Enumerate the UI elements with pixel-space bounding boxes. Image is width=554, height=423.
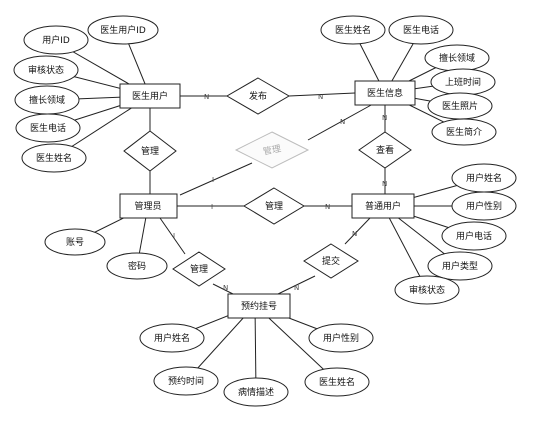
- attr-appointment-doctor-name[interactable]: 医生姓名: [304, 367, 370, 397]
- attr-label: 审核状态: [409, 284, 445, 296]
- relation-submit-label: 提交: [322, 255, 340, 267]
- attr-doctor-info-phone[interactable]: 医生电话: [388, 15, 454, 45]
- attr-doctor-user-specialty[interactable]: 擅长领域: [14, 85, 80, 115]
- entity-admin-label: 管理员: [134, 200, 161, 212]
- attr-label: 预约时间: [168, 375, 204, 387]
- relation-manage-normal-user-label: 管理: [265, 200, 283, 212]
- attr-normal-user-gender[interactable]: 用户性别: [451, 191, 517, 221]
- entity-admin[interactable]: 管理员: [119, 193, 178, 219]
- cardinality-manage-user-left: I: [211, 203, 213, 211]
- cardinality-view-bottom: N: [382, 180, 387, 188]
- attr-normal-user-name[interactable]: 用户姓名: [451, 163, 517, 193]
- cardinality-manage-appt-top: I: [173, 232, 175, 240]
- attr-doctor-user-user-id[interactable]: 用户ID: [23, 25, 89, 55]
- attr-appointment-user-gender[interactable]: 用户性别: [308, 323, 374, 353]
- entity-doctor-info-label: 医生信息: [367, 87, 403, 99]
- attr-label: 用户类型: [442, 260, 478, 272]
- attr-label: 擅长领域: [29, 94, 65, 106]
- cardinality-view-top: N: [382, 114, 387, 122]
- attr-label: 用户姓名: [154, 332, 190, 344]
- attr-label: 密码: [128, 260, 146, 272]
- cardinality-labels: N N I N N N I N I N N N: [173, 93, 387, 292]
- attr-label: 擅长领域: [439, 52, 475, 64]
- attr-doctor-user-name[interactable]: 医生姓名: [21, 143, 87, 173]
- attr-appointment-user-name[interactable]: 用户姓名: [139, 323, 205, 353]
- relation-manage-normal-user[interactable]: 管理: [243, 187, 305, 225]
- attr-doctor-user-doctor-user-id[interactable]: 医生用户ID: [87, 15, 159, 45]
- cardinality-manage-user-right: N: [325, 203, 330, 211]
- relation-manage-appointment-label: 管理: [190, 263, 208, 275]
- attr-doctor-info-work-time[interactable]: 上班时间: [430, 68, 496, 96]
- relation-manage-doctor-info-label: 管理: [262, 142, 282, 157]
- attr-doctor-info-name[interactable]: 医生姓名: [320, 15, 386, 45]
- cardinality-publish-left: N: [204, 93, 209, 101]
- attr-label: 医生简介: [446, 126, 482, 138]
- relation-manage-doctor-info[interactable]: 管理: [234, 131, 310, 169]
- attr-doctor-info-intro[interactable]: 医生简介: [431, 118, 497, 146]
- attr-label: 审核状态: [28, 64, 64, 76]
- attr-admin-password[interactable]: 密码: [106, 252, 168, 280]
- attr-appointment-time[interactable]: 预约时间: [153, 366, 219, 396]
- entity-normal-user-label: 普通用户: [365, 200, 401, 212]
- entity-doctor-user[interactable]: 医生用户: [119, 83, 181, 109]
- attr-label: 医生电话: [30, 122, 66, 134]
- attr-normal-user-review-status[interactable]: 审核状态: [394, 275, 460, 305]
- attr-label: 医生用户ID: [100, 24, 146, 36]
- entity-doctor-info[interactable]: 医生信息: [354, 80, 416, 106]
- attr-label: 医生电话: [403, 24, 439, 36]
- cardinality-submit-bottom: N: [294, 284, 299, 292]
- attr-label: 医生姓名: [319, 376, 355, 388]
- relationship-connectors: [149, 92, 386, 295]
- attr-label: 用户性别: [466, 200, 502, 212]
- attr-label: 用户姓名: [466, 172, 502, 184]
- cardinality-submit-top: N: [352, 230, 357, 238]
- attr-label: 医生照片: [442, 100, 478, 112]
- attr-normal-user-phone[interactable]: 用户电话: [441, 221, 507, 251]
- relation-view[interactable]: 查看: [358, 131, 412, 169]
- attr-admin-account[interactable]: 账号: [44, 228, 106, 256]
- entity-normal-user[interactable]: 普通用户: [351, 193, 415, 219]
- attr-label: 用户ID: [42, 34, 70, 46]
- cardinality-publish-right: N: [318, 93, 323, 101]
- attr-label: 用户电话: [456, 230, 492, 242]
- attr-label: 医生姓名: [335, 24, 371, 36]
- cardinality-manage-info-left: I: [212, 176, 214, 184]
- relation-manage-appointment[interactable]: 管理: [172, 251, 226, 287]
- entity-appointment[interactable]: 预约挂号: [227, 293, 291, 319]
- cardinality-manage-appt-bottom: N: [223, 284, 228, 292]
- attr-label: 账号: [66, 237, 84, 248]
- relation-view-label: 查看: [376, 144, 394, 156]
- relation-manage-doctor-user-label: 管理: [141, 145, 159, 157]
- attr-label: 病情描述: [238, 386, 274, 398]
- relation-publish[interactable]: 发布: [226, 77, 290, 115]
- attr-label: 用户性别: [323, 332, 359, 344]
- attr-label: 上班时间: [445, 76, 481, 88]
- relation-manage-doctor-user[interactable]: 管理: [123, 130, 177, 172]
- relation-submit[interactable]: 提交: [303, 243, 359, 279]
- relation-publish-label: 发布: [249, 90, 267, 102]
- entity-doctor-user-label: 医生用户: [132, 90, 168, 102]
- attr-doctor-info-specialty[interactable]: 擅长领域: [424, 44, 490, 72]
- cardinality-manage-info-right: N: [340, 118, 345, 126]
- attr-doctor-user-phone[interactable]: 医生电话: [15, 113, 81, 143]
- attr-doctor-info-photo[interactable]: 医生照片: [427, 92, 493, 120]
- attr-doctor-user-review-status[interactable]: 审核状态: [13, 55, 79, 85]
- entity-appointment-label: 预约挂号: [241, 300, 277, 312]
- attr-appointment-condition[interactable]: 病情描述: [223, 377, 289, 407]
- attr-label: 医生姓名: [36, 152, 72, 164]
- attr-normal-user-type[interactable]: 用户类型: [427, 251, 493, 281]
